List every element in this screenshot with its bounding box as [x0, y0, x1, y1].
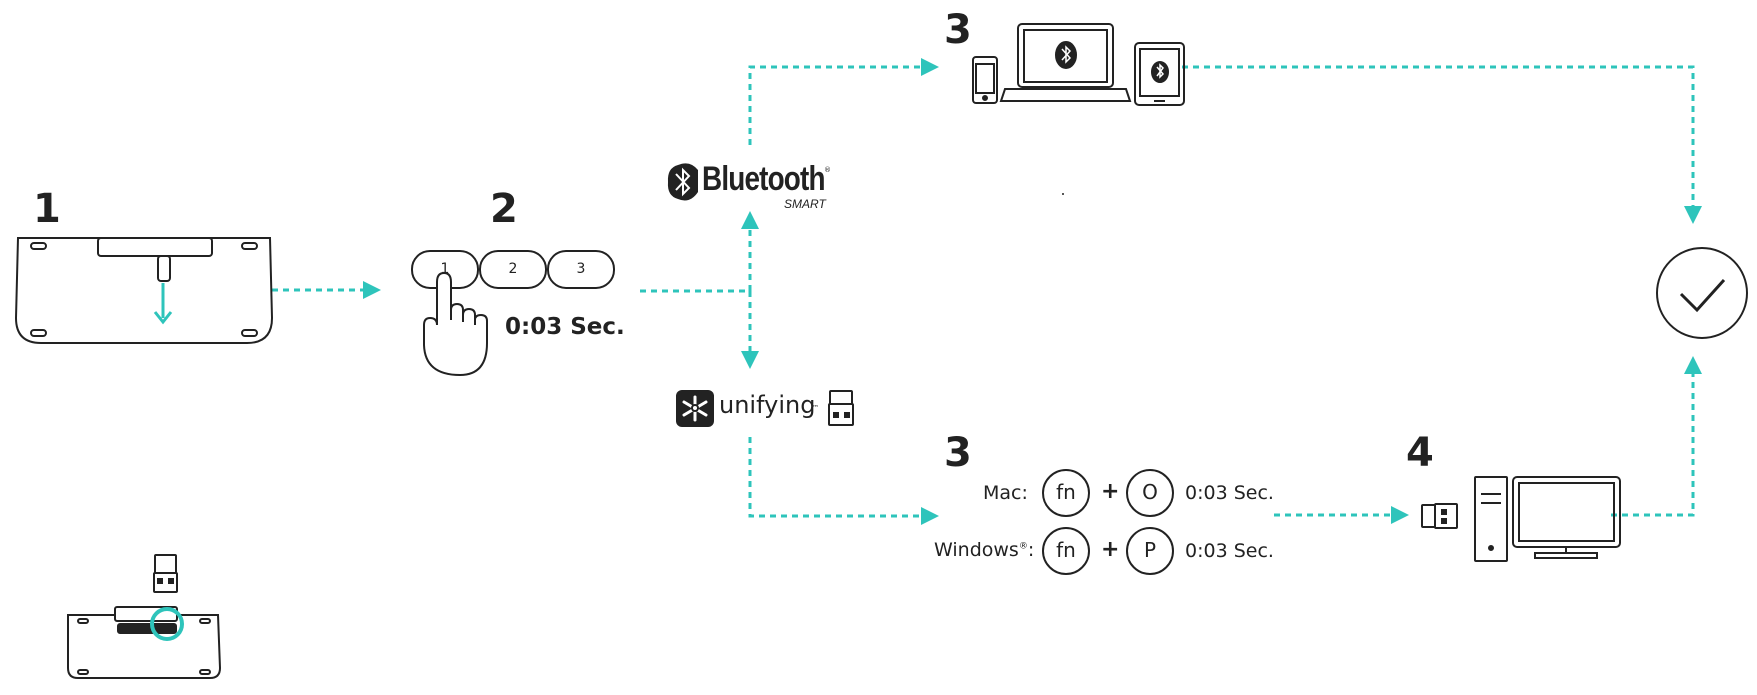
- windows-fn-key-label: fn: [1056, 538, 1076, 562]
- unifying-receiver-icon: [828, 390, 854, 426]
- keyboard-bottom-icon: [14, 237, 274, 344]
- receiver-icon: [154, 554, 177, 574]
- step-2-label: 2: [490, 186, 518, 232]
- easy-switch-label-3: 3: [576, 261, 586, 277]
- flow-connectors: [272, 58, 1702, 525]
- windows-fn-key: [1042, 527, 1090, 575]
- bluetooth-logo-icon: [667, 163, 698, 201]
- mac-o-key: [1126, 469, 1174, 517]
- checkmark-circle-icon: [1656, 247, 1748, 339]
- laptop-icon: [999, 23, 1132, 102]
- mac-o-key-label: O: [1142, 480, 1158, 504]
- windows-plus: +: [1101, 537, 1120, 562]
- hand-press-icon: [423, 271, 488, 377]
- desktop-computer-icon: [1474, 476, 1621, 562]
- receiver-step4-icon: [1421, 503, 1458, 529]
- windows-p-key: [1126, 527, 1174, 575]
- mac-label: Mac:: [983, 482, 1028, 504]
- easy-switch-label-1: 1: [440, 261, 450, 277]
- easy-switch-buttons: [411, 250, 615, 289]
- step-3-bottom-label: 3: [944, 430, 972, 476]
- bluetooth-wordmark: Bluetooth: [702, 160, 826, 198]
- windows-p-key-label: P: [1143, 538, 1157, 562]
- laptop-bluetooth-icon: [1055, 41, 1077, 69]
- step-4-label: 4: [1406, 430, 1434, 476]
- connector-devices-to-check: [1182, 65, 1702, 224]
- easy-switch-label-2: 2: [508, 261, 518, 277]
- bluetooth-smart-label: SMART: [784, 197, 826, 211]
- mac-fn-key: [1042, 469, 1090, 517]
- step-1-label: 1: [33, 186, 61, 232]
- tablet-bluetooth-icon: [1151, 61, 1169, 83]
- connector-computer-to-check: [1611, 356, 1702, 517]
- unifying-tm-mark: ™: [812, 404, 819, 412]
- mac-hold-time: 0:03 Sec.: [1185, 482, 1274, 504]
- windows-hold-time: 0:03 Sec.: [1185, 540, 1274, 562]
- mac-plus: +: [1101, 479, 1120, 504]
- step-3-top-label: 3: [944, 7, 972, 53]
- bluetooth-reg-mark: ®: [824, 166, 831, 174]
- mac-fn-key-label: fn: [1056, 480, 1076, 504]
- easy-switch-hold-time: 0:03 Sec.: [505, 314, 625, 340]
- connector-bluetooth-to-devices: [748, 58, 939, 145]
- tablet-icon: [1134, 42, 1185, 106]
- key-circles: [1042, 469, 1174, 575]
- unifying-logo-icon: [676, 390, 714, 427]
- receiver-storage-icon: [67, 554, 222, 679]
- phone-icon: [972, 56, 998, 104]
- windows-label: Windows®:: [934, 539, 1035, 561]
- windows-reg-mark: ®: [1018, 541, 1028, 552]
- connector-unifying-to-shortcuts: [748, 437, 939, 525]
- unifying-wordmark: unifying: [719, 391, 816, 419]
